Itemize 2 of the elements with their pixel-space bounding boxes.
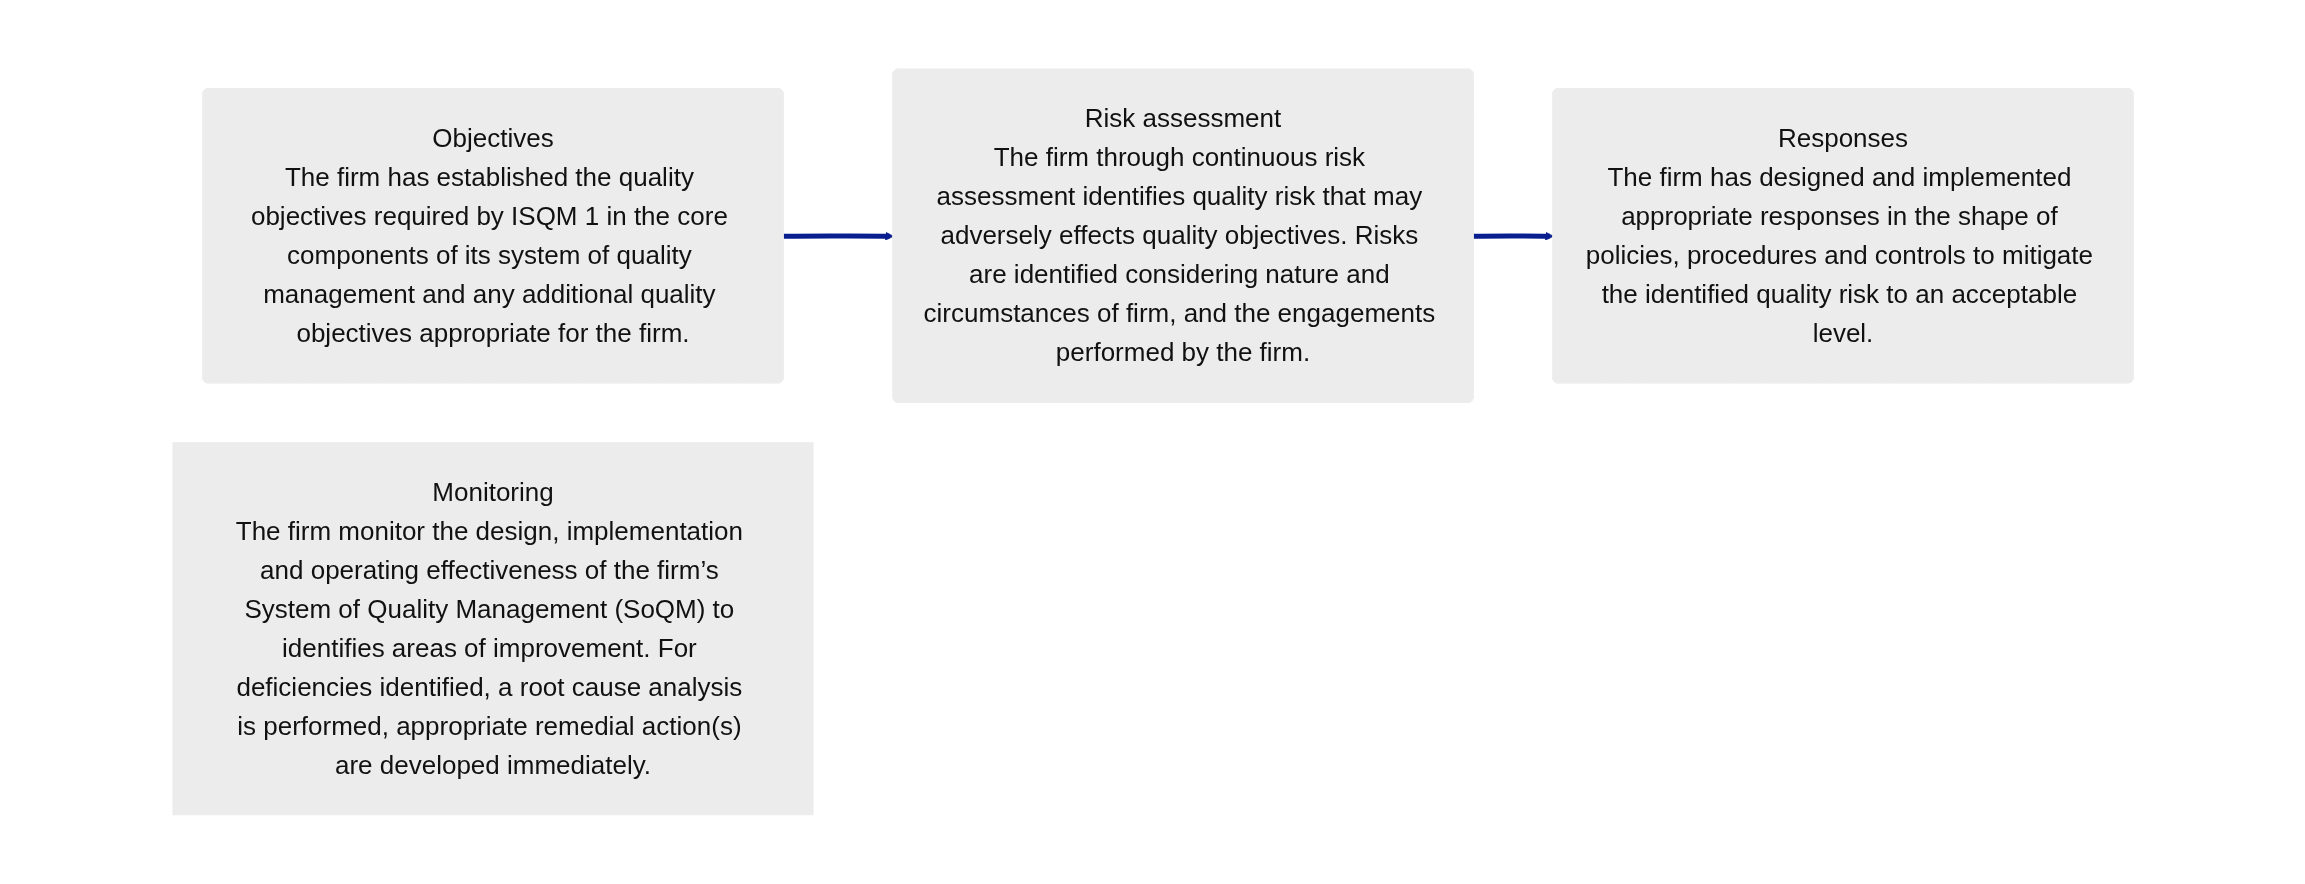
arrow (1472, 231, 1554, 241)
arrow (783, 231, 894, 241)
